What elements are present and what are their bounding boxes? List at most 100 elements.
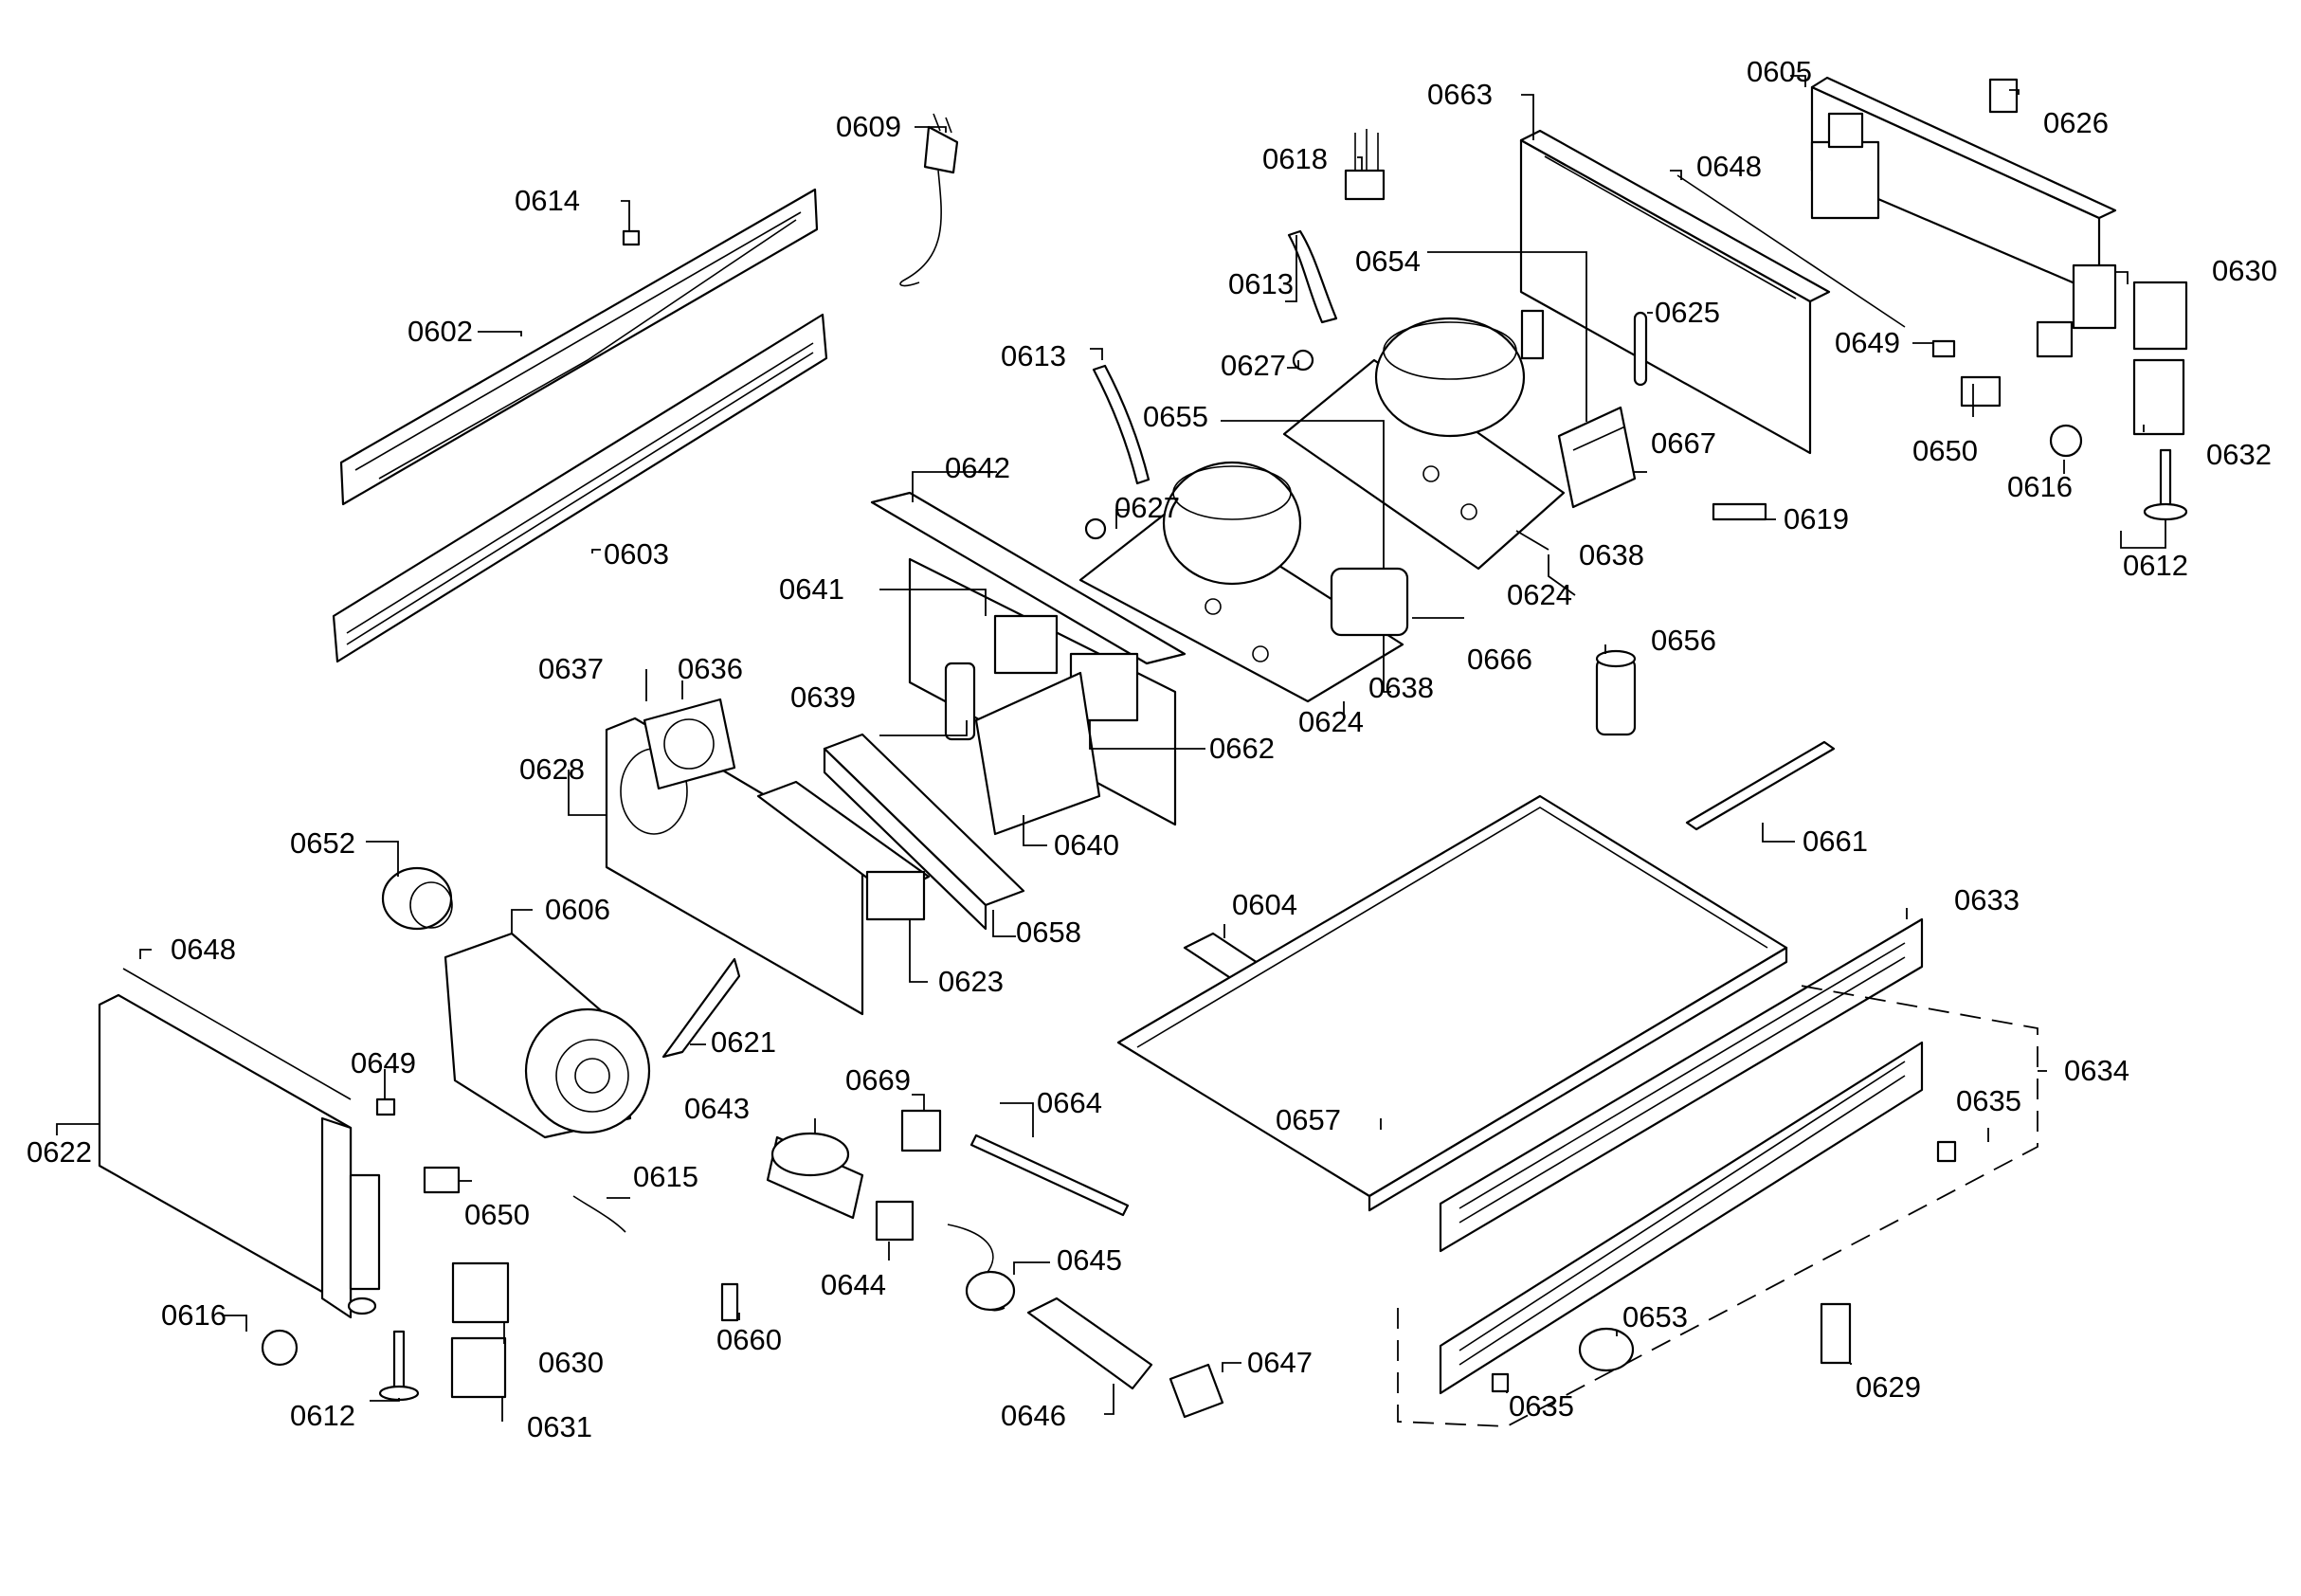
callout-0602: 0602 <box>408 315 473 348</box>
callout-0658: 0658 <box>1016 916 1081 949</box>
callout-0645: 0645 <box>1057 1243 1122 1277</box>
callout-0630-upper: 0630 <box>2212 254 2277 287</box>
part-0612-leg-lower <box>378 1330 420 1402</box>
part-0634-dashed-outline <box>1397 985 2038 1427</box>
part-0646-filter <box>1026 1297 1153 1390</box>
part-0650-clamp-lower <box>423 1166 461 1194</box>
part-0669-valve <box>900 1109 942 1152</box>
callout-0640: 0640 <box>1054 828 1119 861</box>
part-0625-capillary <box>1633 311 1648 387</box>
part-0616-grommet-upper <box>2049 424 2083 458</box>
callout-0604: 0604 <box>1232 888 1297 921</box>
callout-0605: 0605 <box>1747 55 1812 88</box>
part-0605-control-assembly <box>1810 76 2117 358</box>
part-0647-cap <box>1169 1363 1224 1419</box>
part-0644-valve <box>875 1200 915 1242</box>
callout-0644: 0644 <box>821 1268 886 1301</box>
callout-0616-lower: 0616 <box>161 1298 226 1332</box>
part-0627-nut-a <box>1292 349 1314 372</box>
part-0616-grommet-lower <box>261 1329 299 1367</box>
part-0655-compressor <box>1162 461 1302 586</box>
part-0654-compressor <box>1374 309 1545 438</box>
part-0635-tab-upper <box>1936 1140 1957 1163</box>
callout-0638-lower: 0638 <box>1368 671 1434 704</box>
callout-0636: 0636 <box>678 652 743 685</box>
part-0614-clip <box>622 229 641 246</box>
part-0660-pin <box>720 1282 739 1322</box>
callout-0635-lower: 0635 <box>1509 1389 1574 1423</box>
part-0606-blower <box>444 932 651 1139</box>
part-0613-hose-lower <box>1092 364 1150 485</box>
part-0621-bracket <box>661 957 741 1059</box>
part-0630-bracket-upper <box>2132 281 2188 351</box>
callout-0618: 0618 <box>1262 142 1328 175</box>
callout-0641: 0641 <box>779 572 844 606</box>
callout-0621: 0621 <box>711 1025 776 1059</box>
part-0649-sensor-upper <box>1931 339 1956 358</box>
part-0602-upper-rail <box>339 188 819 506</box>
callout-0653: 0653 <box>1622 1300 1688 1333</box>
callout-0632: 0632 <box>2206 438 2272 471</box>
callout-0648-lower: 0648 <box>171 933 236 966</box>
callout-0628: 0628 <box>519 753 585 786</box>
callout-0639: 0639 <box>790 680 856 714</box>
part-0663-rear-panel <box>1519 129 1831 455</box>
callout-0622: 0622 <box>27 1135 92 1169</box>
callout-0619: 0619 <box>1784 502 1849 535</box>
callout-0612-upper: 0612 <box>2123 549 2188 582</box>
callout-0643: 0643 <box>684 1092 750 1125</box>
part-0664-strap <box>969 1134 1130 1217</box>
part-0629-connector <box>1820 1302 1852 1365</box>
callout-0613-upper: 0613 <box>1228 267 1294 300</box>
callout-0662: 0662 <box>1209 732 1275 765</box>
part-0613-hose-upper <box>1287 229 1338 324</box>
callout-0642: 0642 <box>945 451 1010 484</box>
part-0657-base-pan <box>1116 794 1788 1212</box>
part-0609-power-cord <box>899 113 959 287</box>
callout-0646: 0646 <box>1001 1399 1066 1432</box>
part-0632-cover <box>2132 358 2185 436</box>
callout-0649-upper: 0649 <box>1835 326 1900 359</box>
callout-0650-lower: 0650 <box>464 1198 530 1231</box>
leader-lines <box>56 75 2166 1422</box>
part-0623-board <box>756 780 931 921</box>
part-0635-tab-lower <box>1491 1372 1510 1393</box>
callout-0648-upper: 0648 <box>1696 150 1762 183</box>
part-0661-bracket <box>1685 740 1836 831</box>
part-0631-cover <box>450 1336 507 1399</box>
callout-0635-upper: 0635 <box>1956 1084 2021 1117</box>
callout-0638-upper: 0638 <box>1579 538 1644 571</box>
part-0649-sensor-lower <box>375 1097 396 1116</box>
part-0648-rod-upper <box>1676 174 1906 328</box>
callout-0624-upper: 0624 <box>1507 578 1572 611</box>
callout-0625: 0625 <box>1655 296 1720 329</box>
callout-0634: 0634 <box>2064 1054 2129 1087</box>
callout-0627-upper: 0627 <box>1221 349 1286 382</box>
part-0626-switch <box>1988 78 2019 114</box>
part-0633-grille <box>1439 917 1924 1253</box>
callouts: 0602 0603 0604 0605 0606 0609 0612 0612 … <box>27 55 2277 1443</box>
part-0627-nut-b <box>1084 517 1107 540</box>
callout-0669: 0669 <box>845 1063 911 1097</box>
callout-0637: 0637 <box>538 652 604 685</box>
callout-0650-upper: 0650 <box>1912 434 1978 467</box>
callout-0655: 0655 <box>1143 400 1208 433</box>
callout-0631: 0631 <box>527 1410 592 1443</box>
callout-0626: 0626 <box>2043 106 2109 139</box>
part-0667-box <box>1557 406 1637 509</box>
part-0603-lower-rail <box>332 313 828 663</box>
callout-0660: 0660 <box>716 1323 782 1356</box>
callout-0633: 0633 <box>1954 883 2020 916</box>
callout-0606: 0606 <box>545 893 610 926</box>
part-0652-cap <box>381 866 453 931</box>
part-0656-capacitor <box>1595 649 1637 736</box>
callout-0666: 0666 <box>1467 643 1532 676</box>
callout-0623: 0623 <box>938 965 1004 998</box>
callout-0603: 0603 <box>604 537 669 571</box>
part-0619-terminal <box>1712 502 1767 521</box>
part-0658-frame-panel <box>823 733 1025 931</box>
part-0645-tubing <box>947 1224 1016 1312</box>
callout-0630-lower: 0630 <box>538 1346 604 1379</box>
callout-0614: 0614 <box>515 184 580 217</box>
